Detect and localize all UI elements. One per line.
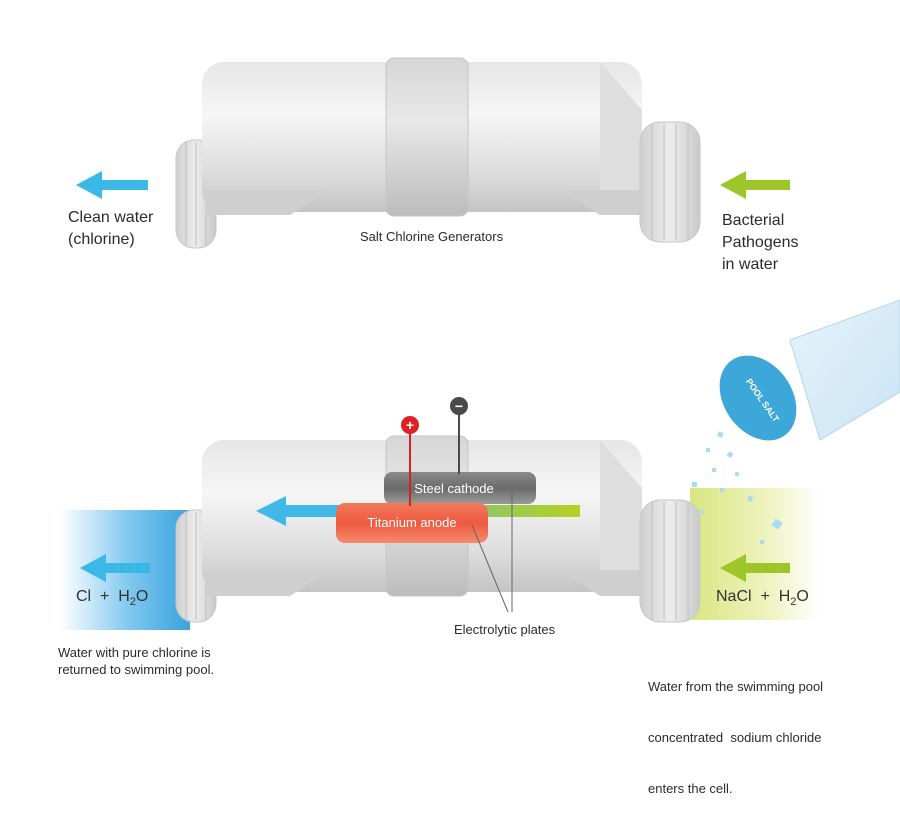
generator-title: Salt Chlorine Generators bbox=[360, 229, 504, 244]
positive-symbol: + bbox=[406, 417, 414, 433]
incoming-water-flow bbox=[690, 488, 820, 620]
bacterial-pathogens-label: Bacterial Pathogens in water bbox=[722, 212, 799, 273]
bottom-generator: Steel cathode Titanium anode + − bbox=[60, 397, 820, 630]
bottom-right-thread bbox=[639, 499, 701, 623]
right-caption: Water from the swimming pool concentrate… bbox=[648, 679, 824, 796]
negative-terminal-icon bbox=[450, 397, 468, 415]
cathode-label: Steel cathode bbox=[414, 481, 494, 496]
top-generator bbox=[76, 57, 790, 249]
positive-terminal-icon bbox=[401, 416, 419, 434]
pool-salt-bag: POOL SALT bbox=[719, 299, 900, 441]
pathogen-arrow-icon bbox=[720, 171, 790, 199]
bottom-pipe-shoulder bbox=[600, 440, 642, 592]
input-formula: NaCl + H2O bbox=[716, 588, 809, 609]
titanium-anode-plate bbox=[336, 503, 488, 543]
bottom-right-flange bbox=[560, 570, 642, 596]
electrolytic-plates-label: Electrolytic plates bbox=[454, 622, 556, 637]
top-left-flange bbox=[205, 190, 330, 215]
bottom-left-flange bbox=[205, 570, 330, 596]
output-arrow-icon bbox=[80, 554, 150, 582]
anode-pointer-line bbox=[471, 524, 509, 613]
clean-water-label: Clean water (chlorine) bbox=[68, 209, 154, 248]
steel-cathode-plate bbox=[384, 472, 536, 504]
anode-label: Titanium anode bbox=[367, 515, 456, 530]
salt-bag-opening-icon bbox=[719, 355, 797, 441]
negative-symbol: − bbox=[455, 398, 463, 414]
top-collar bbox=[385, 57, 469, 217]
diagram-stage: Steel cathode Titanium anode + − POOL SA… bbox=[58, 57, 900, 796]
inner-flow-arrow-icon bbox=[256, 496, 340, 526]
input-arrow-icon bbox=[720, 554, 790, 582]
output-formula: Cl + H2O bbox=[76, 588, 149, 609]
top-right-thread bbox=[639, 121, 701, 243]
clean-water-arrow-icon bbox=[76, 171, 148, 199]
diagram-canvas: Steel cathode Titanium anode + − POOL SA… bbox=[60, 57, 900, 630]
left-caption: Water with pure chlorine is returned to … bbox=[58, 645, 215, 677]
salt-grains bbox=[692, 431, 783, 544]
top-right-flange bbox=[560, 190, 642, 215]
top-pipe-shoulder bbox=[600, 62, 642, 212]
salt-bag-sleeve bbox=[789, 299, 900, 441]
